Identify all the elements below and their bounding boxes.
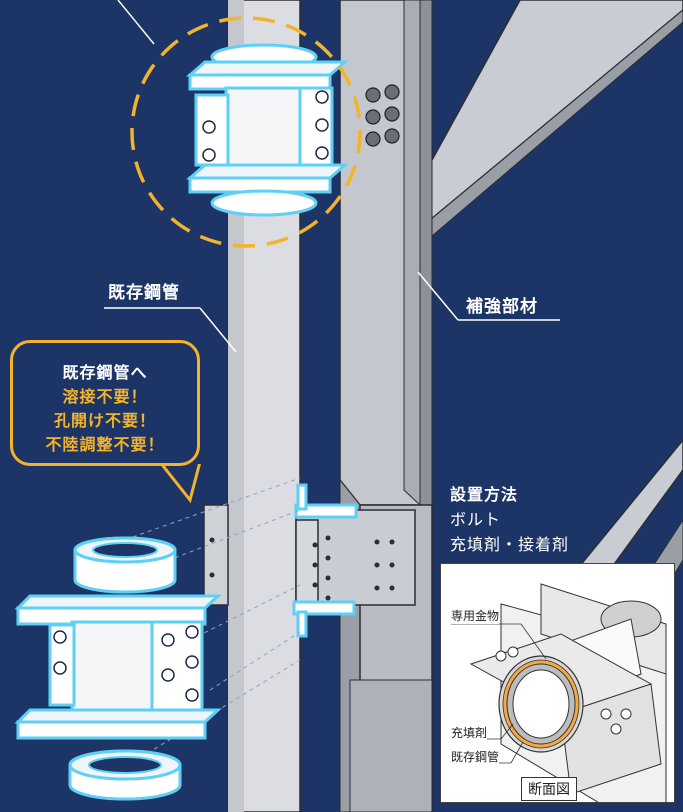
install-method-title: 設置方法 (450, 485, 519, 504)
callout-line-4: 不陸調整不要！ (45, 435, 165, 454)
section-caption: 断面図 (521, 777, 577, 801)
install-method-filler: 充填剤・接着剤 (450, 535, 570, 554)
callout-line-3: 孔開け不要！ (53, 411, 156, 430)
lower-bracket (203, 483, 416, 638)
section-label-filler: 充填剤 (451, 724, 488, 741)
benefit-callout: 既存鋼管へ 溶接不要！ 孔開け不要！ 不陸調整不要！ (10, 340, 200, 466)
section-view: 専用金物 充填剤 既存鋼管 断面図 (440, 563, 675, 803)
existing-pipe-label: 既存鋼管 (108, 283, 180, 303)
member-bolts (365, 84, 400, 147)
highlight-circle (130, 16, 362, 248)
installed-fitting (185, 43, 350, 217)
install-method: 設置方法 ボルト 充填剤・接着剤 (450, 482, 569, 557)
callout-line-1: 既存鋼管へ (62, 363, 148, 382)
exploded-fitting (14, 536, 222, 801)
callout-line-2: 溶接不要！ (62, 387, 148, 406)
reinforcement-label: 補強部材 (466, 297, 538, 317)
install-method-bolt: ボルト (450, 510, 502, 529)
section-label-fitting: 専用金物 (451, 607, 500, 624)
section-label-pipe: 既存鋼管 (451, 748, 500, 765)
reinforcement-member (339, 0, 433, 812)
member-label-leader (417, 271, 459, 321)
highlight-leader (117, 0, 155, 45)
section-illustration (451, 583, 667, 802)
diagonal-brace-top (409, 0, 683, 237)
callout-tail (156, 460, 202, 504)
pipe-label-leader (199, 307, 237, 353)
